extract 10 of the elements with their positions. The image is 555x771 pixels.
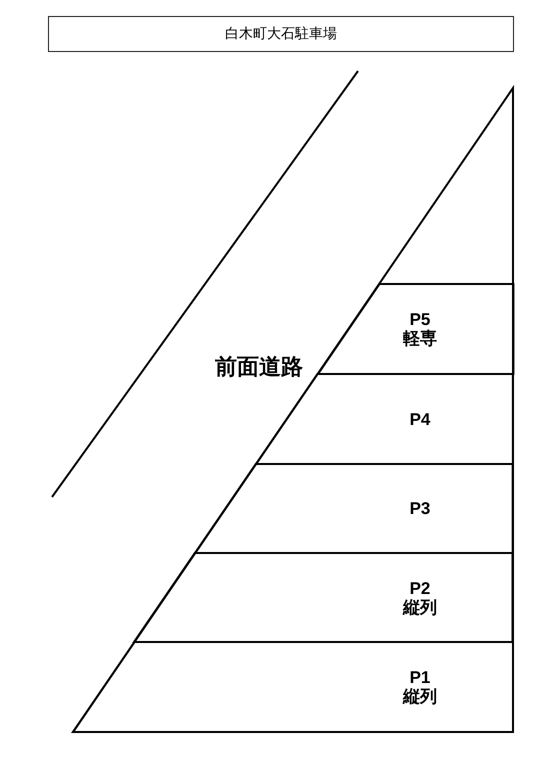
space-label: P3 xyxy=(408,499,432,518)
parking-space xyxy=(195,464,513,553)
space-label: P5 軽専 xyxy=(402,310,438,348)
road-label: 前面道路 xyxy=(215,354,303,382)
parking-space xyxy=(134,553,513,642)
space-label: P1 縦列 xyxy=(402,668,438,706)
title-box: 白木町大石駐車場 xyxy=(48,16,514,52)
space-label: P2 縦列 xyxy=(402,578,438,616)
space-label: P4 xyxy=(408,410,432,428)
parking-space xyxy=(318,284,513,374)
